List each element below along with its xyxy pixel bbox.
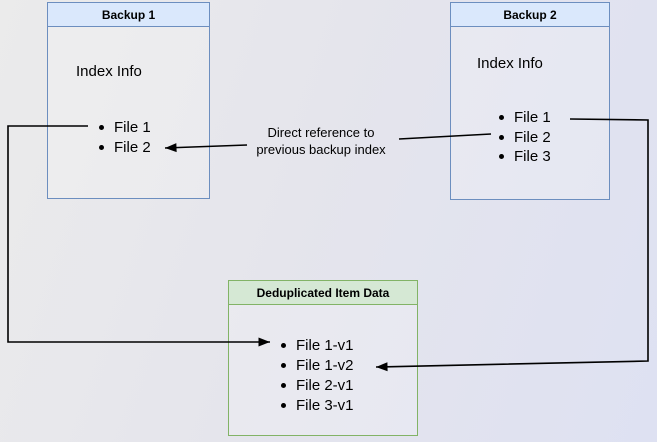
bullet-icon: [499, 115, 504, 121]
list-item: File 2: [499, 128, 551, 148]
list-item: File 2: [99, 137, 151, 157]
file-label: File 2: [114, 138, 151, 156]
backup2-index-info-label: Index Info: [477, 55, 543, 72]
list-item: File 1: [99, 117, 151, 137]
file-label: File 2: [514, 128, 551, 146]
dedup-title: Deduplicated Item Data: [229, 281, 417, 305]
file-label: File 1: [114, 118, 151, 136]
list-item: File 1-v2: [281, 355, 354, 375]
bullet-icon: [99, 124, 104, 130]
backup1-title: Backup 1: [48, 3, 209, 27]
list-item: File 2-v1: [281, 375, 354, 395]
bullet-icon: [99, 144, 104, 150]
backup2-file-list: File 1 File 2 File 3: [499, 108, 551, 167]
bullet-icon: [499, 154, 504, 160]
bullet-icon: [281, 342, 286, 348]
list-item: File 3-v1: [281, 395, 354, 415]
bullet-icon: [281, 382, 286, 388]
file-label: File 3: [514, 148, 551, 166]
connector-annotation: Direct reference to previous backup inde…: [241, 124, 401, 158]
file-label: File 2-v1: [296, 376, 354, 394]
dedup-file-list: File 1-v1 File 1-v2 File 2-v1 File 3-v1: [281, 335, 354, 415]
backup1-index-info-label: Index Info: [76, 63, 142, 80]
annotation-line-1: Direct reference to: [267, 125, 375, 140]
file-label: File 1-v1: [296, 336, 354, 354]
file-label: File 1: [514, 109, 551, 127]
bullet-icon: [499, 134, 504, 140]
backup2-title: Backup 2: [451, 3, 609, 27]
deduplicated-item-data-box: Deduplicated Item Data File 1-v1 File 1-…: [228, 280, 418, 436]
bullet-icon: [281, 402, 286, 408]
list-item: File 1: [499, 108, 551, 128]
backup1-file-list: File 1 File 2: [99, 117, 151, 157]
list-item: File 3: [499, 147, 551, 167]
file-label: File 3-v1: [296, 396, 354, 414]
annotation-line-2: previous backup index: [256, 142, 386, 157]
backup2-box: Backup 2 Index Info File 1 File 2 File 3: [450, 2, 610, 200]
list-item: File 1-v1: [281, 335, 354, 355]
backup1-box: Backup 1 Index Info File 1 File 2: [47, 2, 210, 199]
bullet-icon: [281, 362, 286, 368]
file-label: File 1-v2: [296, 356, 354, 374]
